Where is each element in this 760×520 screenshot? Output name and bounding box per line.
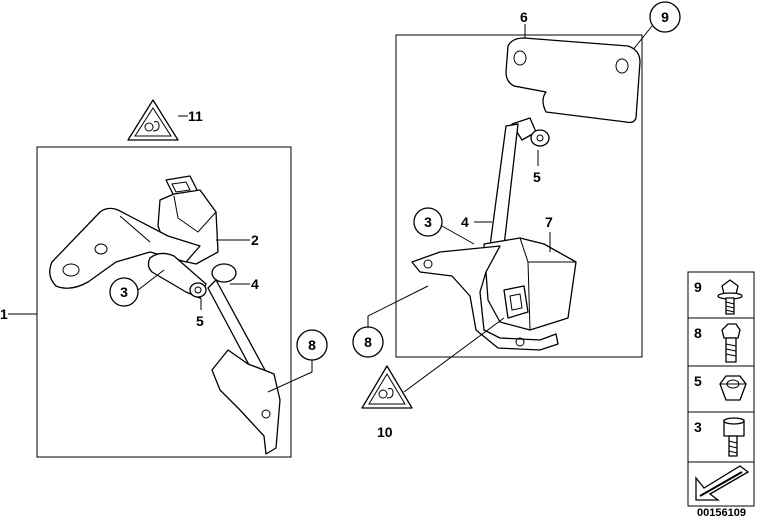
right-assembly-frame (395, 34, 643, 358)
callout-7: 7 (545, 214, 553, 230)
leader-8b (367, 285, 429, 327)
callout-3b: 3 (424, 214, 432, 230)
callout-circle-9 (649, 1, 681, 33)
leader-8 (267, 360, 313, 393)
callout-circle-3 (109, 277, 139, 307)
callout-2: 2 (251, 232, 259, 248)
left-assembly-frame (36, 146, 292, 458)
callout-circle-3b (413, 207, 443, 237)
hex-nut-icon (719, 375, 747, 401)
legend-label-8: 8 (694, 325, 702, 341)
hardware-legend: 9 8 5 3 (687, 271, 755, 507)
socket-screw-icon (723, 417, 745, 457)
callout-3: 3 (120, 284, 128, 300)
legend-label-9: 9 (694, 279, 702, 295)
callout-1: 1 (0, 306, 8, 322)
legend-label-5: 5 (694, 373, 702, 389)
left-height-sensor-drawing (49, 175, 281, 455)
callout-5: 5 (196, 313, 204, 329)
callout-4b: 4 (461, 214, 469, 230)
callout-11: 11 (188, 108, 203, 124)
legend-label-3: 3 (694, 419, 702, 435)
leader-3b (441, 225, 475, 245)
legend-cell-arrow (687, 461, 755, 507)
leader-3 (137, 269, 165, 291)
callout-4: 4 (251, 276, 259, 292)
callout-5b: 5 (533, 169, 541, 185)
callout-6: 6 (520, 9, 528, 25)
orientation-arrow-icon (695, 465, 750, 501)
flange-bolt-icon (717, 279, 743, 315)
warning-triangle-icon (361, 365, 413, 409)
drawing-number: 00156109 (697, 507, 746, 519)
callout-8b: 8 (364, 334, 372, 350)
callout-10: 10 (377, 424, 393, 440)
callout-9: 9 (661, 9, 669, 25)
warning-triangle-icon (127, 99, 179, 141)
leader-10 (403, 317, 505, 393)
right-height-sensor-drawing (411, 37, 641, 351)
hex-bolt-icon (721, 323, 741, 363)
callout-8: 8 (308, 337, 316, 353)
